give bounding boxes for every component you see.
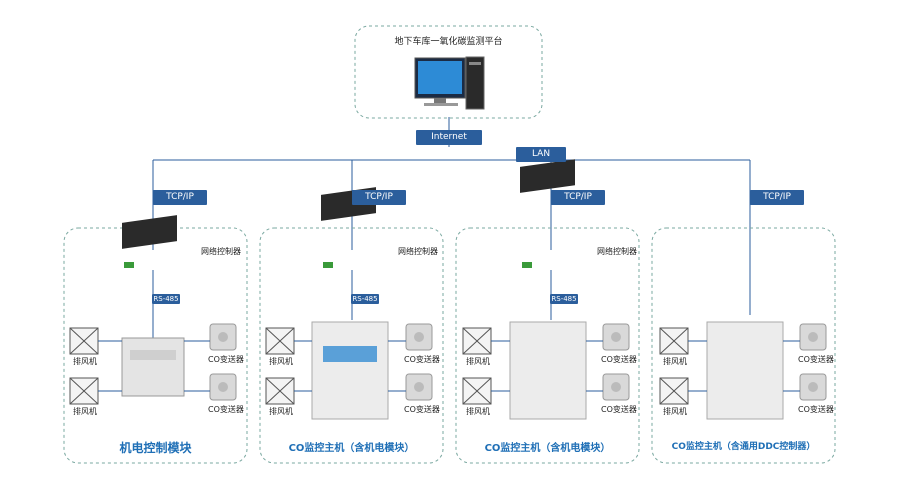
cabinet-icon-2 bbox=[311, 321, 389, 420]
module-box-3 bbox=[455, 227, 640, 464]
tcpip-tag-3: TCP/IP bbox=[551, 190, 605, 205]
rs485-tag-3: RS-485 bbox=[550, 294, 578, 304]
computer-icon bbox=[414, 56, 485, 110]
rs485-tag-1: RS-485 bbox=[152, 294, 180, 304]
gateway-label-1: 网络控制器 bbox=[201, 247, 241, 256]
co-sensor-label: CO变送器 bbox=[404, 355, 440, 364]
gateway-label-2: 网络控制器 bbox=[398, 247, 438, 256]
module-title-1: 机电控制模块 bbox=[119, 441, 192, 455]
platform-box bbox=[354, 25, 543, 119]
fan-label: 排风机 bbox=[466, 357, 490, 366]
co-sensor-icon bbox=[799, 373, 827, 401]
co-sensor-label: CO变送器 bbox=[798, 405, 834, 414]
co-sensor-icon bbox=[799, 323, 827, 351]
fan-label: 排风机 bbox=[269, 407, 293, 416]
co-sensor-icon bbox=[405, 323, 433, 351]
fan-label: 排风机 bbox=[73, 407, 97, 416]
fan-icon bbox=[659, 327, 689, 355]
co-sensor-label: CO变送器 bbox=[601, 355, 637, 364]
co-sensor-icon bbox=[209, 323, 237, 351]
module-box-4 bbox=[651, 227, 836, 464]
gateway-icon-3 bbox=[520, 159, 575, 268]
fan-icon bbox=[462, 377, 492, 405]
tcpip-tag-4: TCP/IP bbox=[750, 190, 804, 205]
rs485-tag-2: RS-485 bbox=[351, 294, 379, 304]
fan-label: 排风机 bbox=[663, 407, 687, 416]
cabinet-icon-4 bbox=[706, 321, 784, 420]
co-sensor-label: CO变送器 bbox=[601, 405, 637, 414]
fan-icon bbox=[69, 327, 99, 355]
lan-tag: LAN bbox=[516, 147, 566, 162]
co-sensor-label: CO变送器 bbox=[208, 405, 244, 414]
fan-icon bbox=[265, 327, 295, 355]
co-sensor-icon bbox=[405, 373, 433, 401]
internet-tag: Internet bbox=[416, 130, 482, 145]
co-sensor-icon bbox=[602, 373, 630, 401]
fan-icon bbox=[265, 377, 295, 405]
co-sensor-label: CO变送器 bbox=[404, 405, 440, 414]
fan-label: 排风机 bbox=[269, 357, 293, 366]
fan-label: 排风机 bbox=[73, 357, 97, 366]
fan-icon bbox=[462, 327, 492, 355]
tcpip-tag-1: TCP/IP bbox=[153, 190, 207, 205]
fan-icon bbox=[69, 377, 99, 405]
gateway-label-3: 网络控制器 bbox=[597, 247, 637, 256]
fan-icon bbox=[659, 377, 689, 405]
control-module-icon bbox=[121, 337, 185, 397]
co-sensor-label: CO变送器 bbox=[208, 355, 244, 364]
co-sensor-icon bbox=[209, 373, 237, 401]
cabinet-icon-3 bbox=[509, 321, 587, 420]
module-title-4: CO监控主机（含通用DDC控制器） bbox=[671, 442, 816, 452]
co-sensor-label: CO变送器 bbox=[798, 355, 834, 364]
gateway-icon-1 bbox=[122, 215, 177, 268]
module-title-2: CO监控主机（含机电模块） bbox=[288, 443, 415, 454]
co-sensor-icon bbox=[602, 323, 630, 351]
module-box-2 bbox=[259, 227, 444, 464]
platform-title: 地下车库一氧化碳监测平台 bbox=[394, 37, 503, 47]
module-box-1 bbox=[63, 227, 248, 464]
tcpip-tag-2: TCP/IP bbox=[352, 190, 406, 205]
fan-label: 排风机 bbox=[466, 407, 490, 416]
module-title-3: CO监控主机（含机电模块） bbox=[484, 443, 611, 454]
fan-label: 排风机 bbox=[663, 357, 687, 366]
